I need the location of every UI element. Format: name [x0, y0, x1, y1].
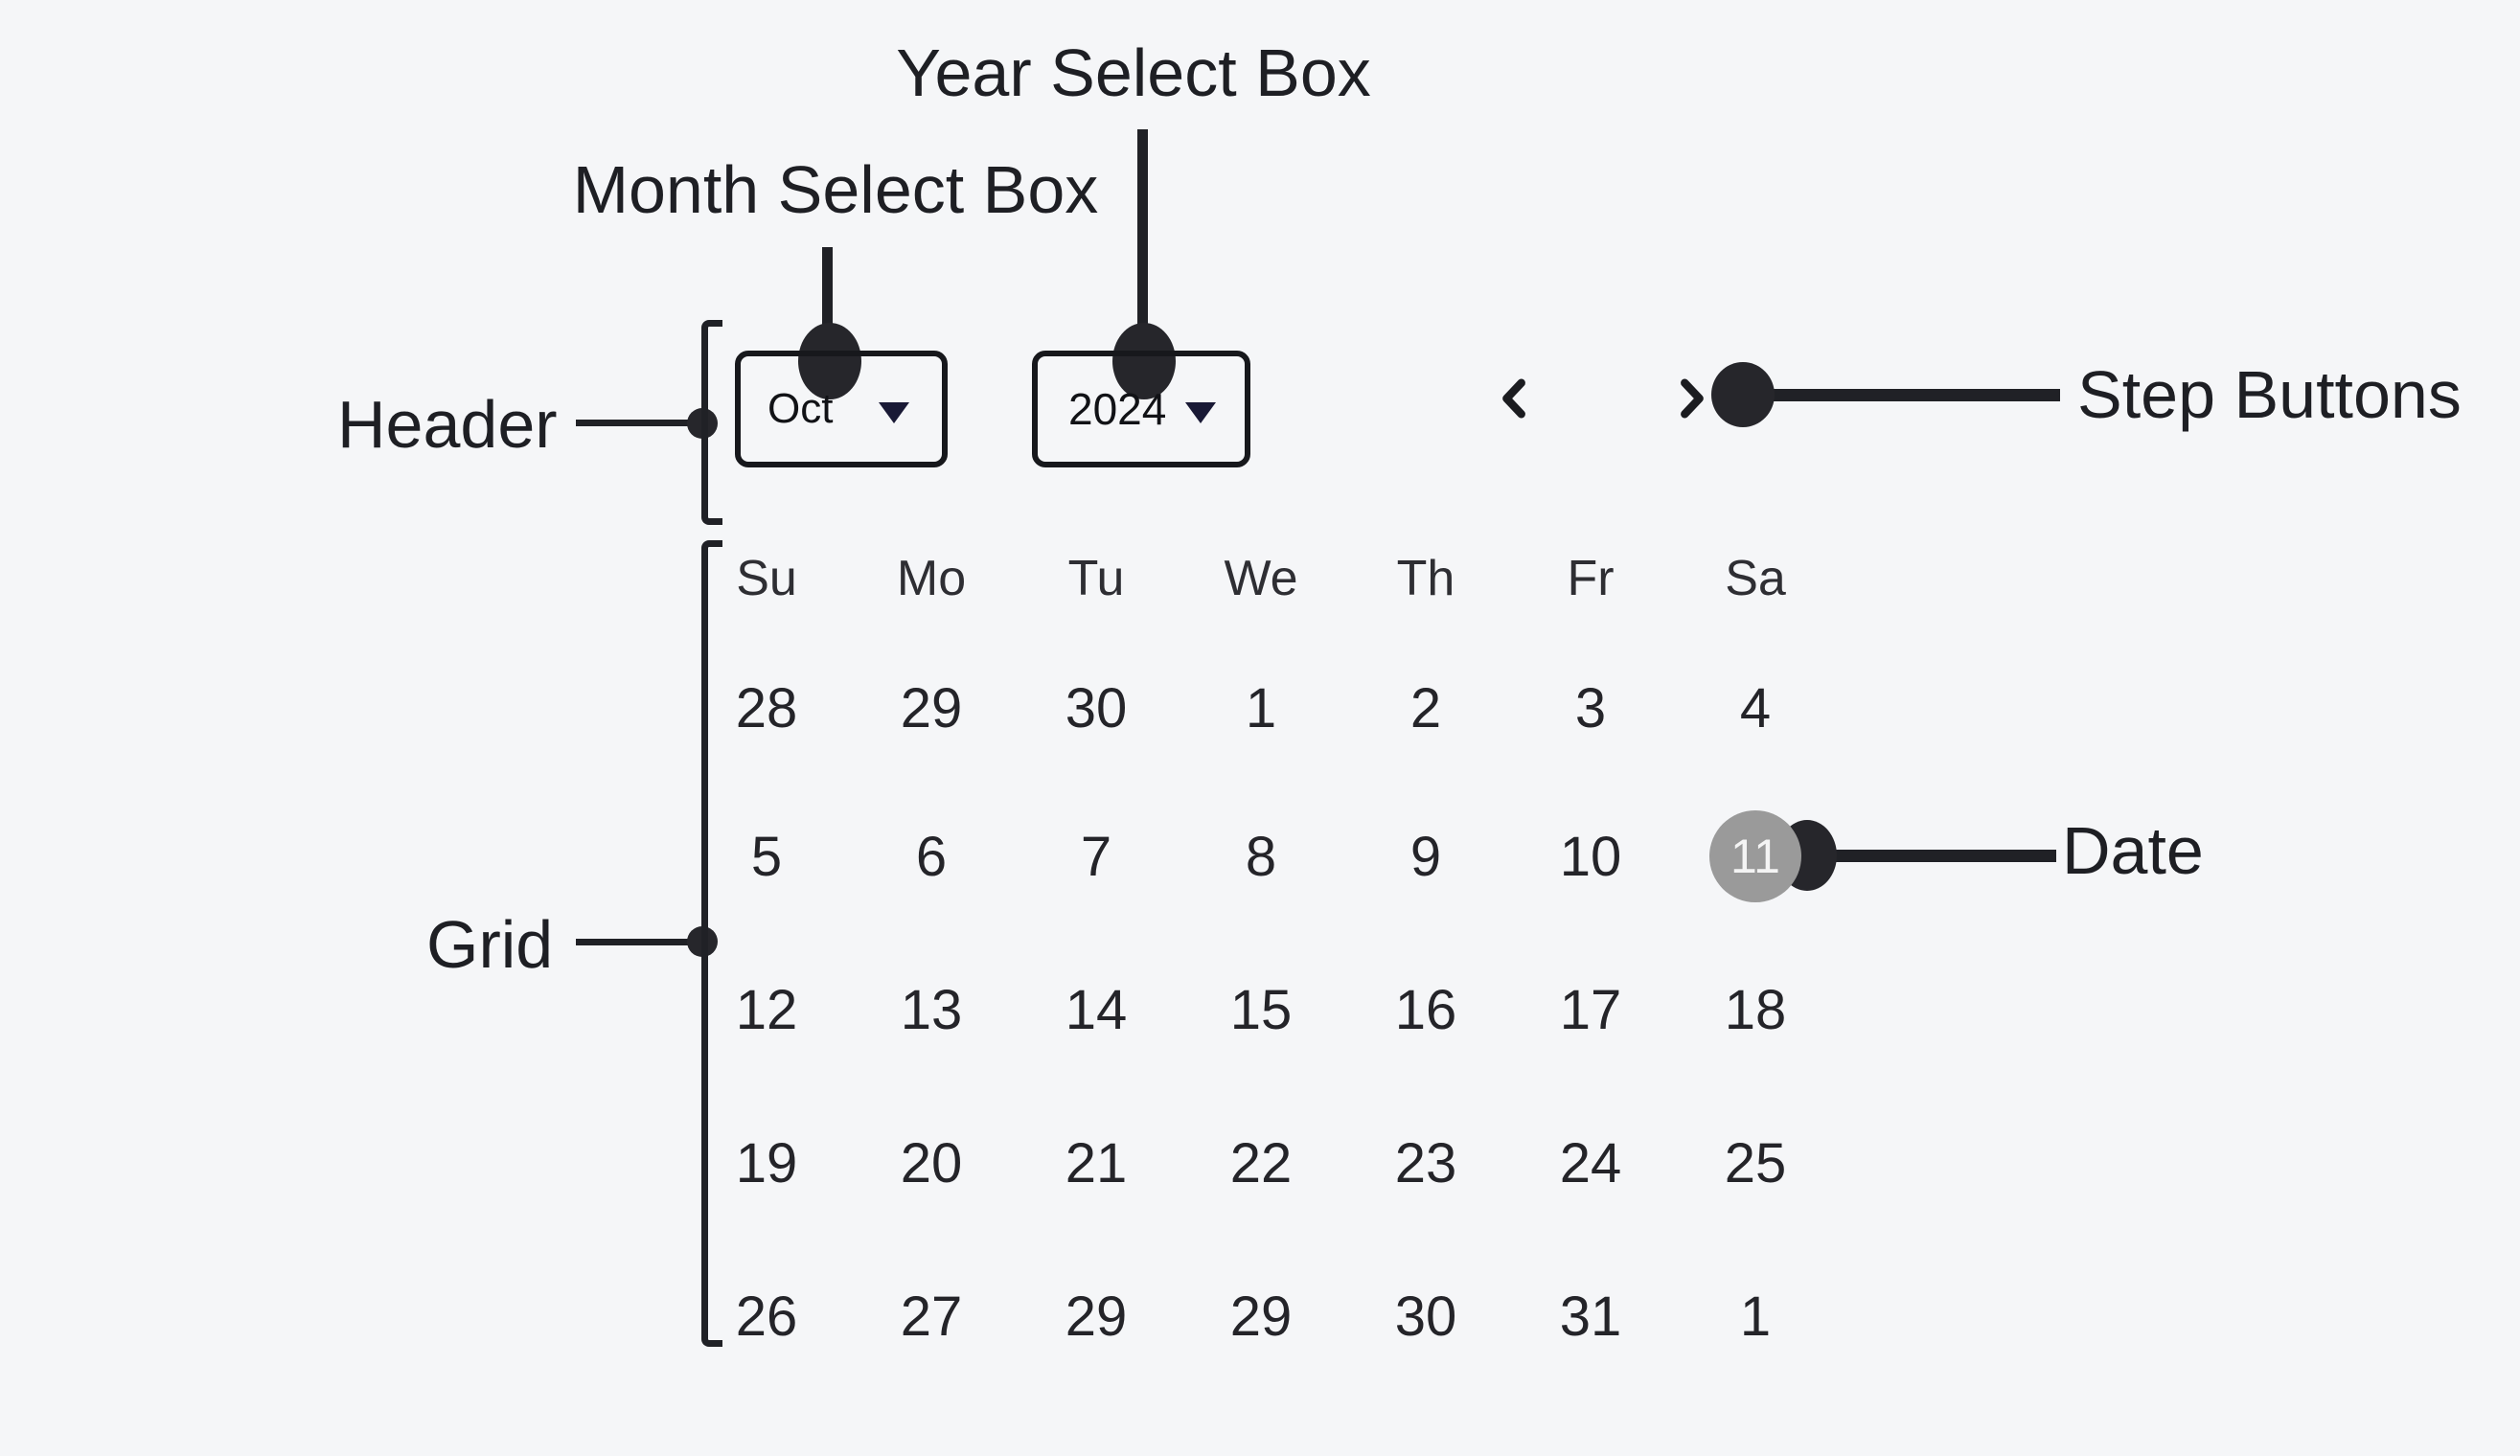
weekday-label: Fr — [1567, 551, 1615, 606]
month-select-annotation-label: Month Select Box — [572, 152, 1099, 227]
calendar-day[interactable]: 13 — [900, 978, 963, 1041]
chevron-left-icon — [1502, 378, 1525, 419]
calendar-day[interactable]: 15 — [1229, 978, 1293, 1041]
chevron-right-icon — [1681, 378, 1704, 419]
calendar-day[interactable]: 29 — [1229, 1285, 1293, 1348]
year-connector-dot — [1112, 323, 1176, 399]
caret-down-icon — [1185, 402, 1216, 423]
calendar-day[interactable]: 9 — [1409, 825, 1442, 888]
calendar-day[interactable]: 27 — [900, 1285, 963, 1348]
date-callout-line — [1828, 850, 2056, 862]
calendar-day[interactable]: 30 — [1065, 676, 1128, 739]
calendar-day[interactable]: 8 — [1245, 825, 1277, 888]
year-select-box[interactable]: 2024 — [1032, 351, 1250, 467]
header-callout-line — [576, 420, 693, 426]
step-buttons-connector-dot — [1711, 362, 1775, 427]
month-callout-line — [822, 247, 833, 335]
year-select-value: 2024 — [1068, 384, 1167, 434]
weekday-label: Th — [1396, 551, 1455, 606]
month-connector-dot — [798, 323, 861, 399]
calendar-day[interactable]: 14 — [1065, 978, 1128, 1041]
header-bracket — [701, 320, 722, 525]
previous-month-button[interactable] — [1493, 368, 1537, 429]
calendar-day[interactable]: 1 — [1739, 1285, 1772, 1348]
header-annotation-label: Header — [337, 387, 558, 462]
calendar-day[interactable]: 11 — [1673, 780, 1838, 933]
weekday-label: Sa — [1725, 551, 1786, 606]
calendar-day[interactable]: 23 — [1394, 1131, 1457, 1194]
calendar-day[interactable]: 3 — [1574, 676, 1607, 739]
calendar-day[interactable]: 28 — [735, 676, 798, 739]
weekday-label: Mo — [896, 551, 967, 606]
calendar-day[interactable]: 30 — [1394, 1285, 1457, 1348]
calendar-day[interactable]: 25 — [1724, 1131, 1787, 1194]
month-select-box[interactable]: Oct — [735, 351, 948, 467]
weekday-label: Su — [736, 551, 797, 606]
date-annotation-label: Date — [2062, 813, 2204, 888]
calendar-day[interactable]: 31 — [1559, 1285, 1622, 1348]
step-buttons-annotation-label: Step Buttons — [2077, 357, 2462, 432]
calendar-day[interactable]: 24 — [1559, 1131, 1622, 1194]
grid-annotation-label: Grid — [426, 907, 554, 982]
calendar-day[interactable]: 7 — [1080, 825, 1112, 888]
calendar-day[interactable]: 1 — [1245, 676, 1277, 739]
calendar-day[interactable]: 20 — [900, 1131, 963, 1194]
selected-date[interactable]: 11 — [1709, 810, 1801, 902]
calendar-day[interactable]: 4 — [1739, 676, 1772, 739]
next-month-button[interactable] — [1669, 368, 1713, 429]
month-select-value: Oct — [767, 385, 834, 432]
calendar-day[interactable]: 22 — [1229, 1131, 1293, 1194]
weekday-label: We — [1224, 551, 1298, 606]
year-callout-line — [1137, 129, 1148, 332]
calendar-day[interactable]: 5 — [750, 825, 783, 888]
calendar-day[interactable]: 21 — [1065, 1131, 1128, 1194]
caret-down-icon — [879, 402, 909, 423]
calendar-day[interactable]: 29 — [1065, 1285, 1128, 1348]
calendar-day[interactable]: 19 — [735, 1131, 798, 1194]
calendar-day[interactable]: 18 — [1724, 978, 1787, 1041]
weekday-label: Tu — [1067, 551, 1125, 606]
calendar-day[interactable]: 10 — [1559, 825, 1622, 888]
calendar-day[interactable]: 17 — [1559, 978, 1622, 1041]
grid-bracket — [701, 540, 722, 1347]
calendar-day[interactable]: 2 — [1409, 676, 1442, 739]
step-buttons-callout-line — [1773, 389, 2060, 401]
calendar-day[interactable]: 29 — [900, 676, 963, 739]
grid-callout-line — [576, 939, 693, 945]
calendar-day[interactable]: 12 — [735, 978, 798, 1041]
calendar-day[interactable]: 26 — [735, 1285, 798, 1348]
year-select-annotation-label: Year Select Box — [896, 35, 1371, 110]
calendar-day[interactable]: 16 — [1394, 978, 1457, 1041]
calendar-day[interactable]: 6 — [915, 825, 948, 888]
